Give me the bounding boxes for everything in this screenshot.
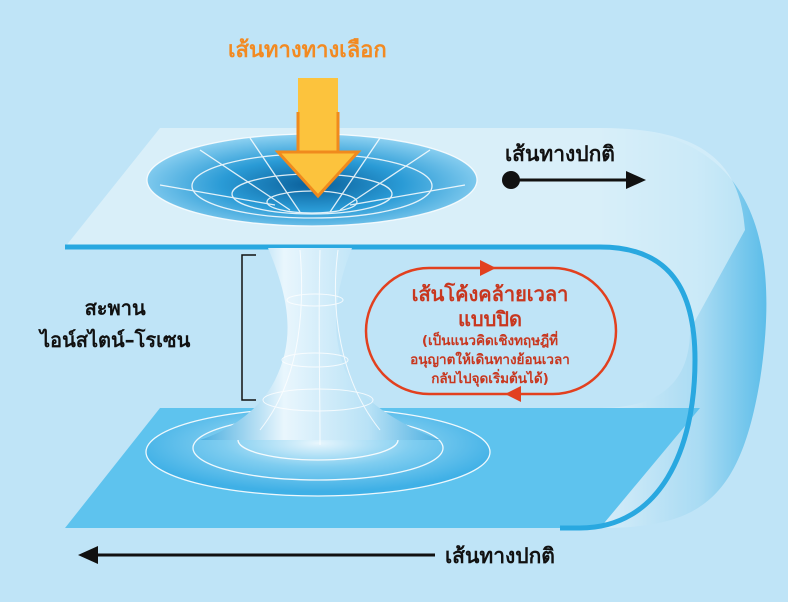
sheet-edge [65,244,698,531]
bridge-bracket [241,254,256,401]
alternate-path-arrow [274,78,362,199]
ctc-title-line1: เส้นโค้งคล้ายเวลา [411,282,569,306]
closed-timelike-curve-label: เส้นโค้งคล้ายเวลา แบบปิด (เป็นแนวคิดเชิง… [380,282,600,389]
ctc-title-line2: แบบปิด [458,307,522,331]
bridge-line2: ไอน์สไตน์–โรเซน [40,328,191,352]
einstein-rosen-bridge-label: สะพาน ไอน์สไตน์–โรเซน [40,292,190,356]
normal-path-label-bottom: เส้นทางปกติ [445,544,555,568]
wormhole-throat [200,248,440,440]
alternate-path-label: เส้นทางทางเลือก [228,38,387,63]
normal-path-arrow-top [502,171,646,189]
ctc-note-line2: อนุญาตให้เดินทางย้อนเวลา [410,352,570,368]
ctc-note-line1: (เป็นแนวคิดเชิงทฤษฎีที่ [421,333,559,349]
normal-path-arrow-bottom [78,546,435,564]
closed-timelike-loop [364,260,618,402]
bridge-line1: สะพาน [84,296,146,320]
ctc-note-line3: กลับไปจุดเริ่มต้นได้) [431,371,549,387]
normal-path-label-top: เส้นทางปกติ [505,142,615,166]
